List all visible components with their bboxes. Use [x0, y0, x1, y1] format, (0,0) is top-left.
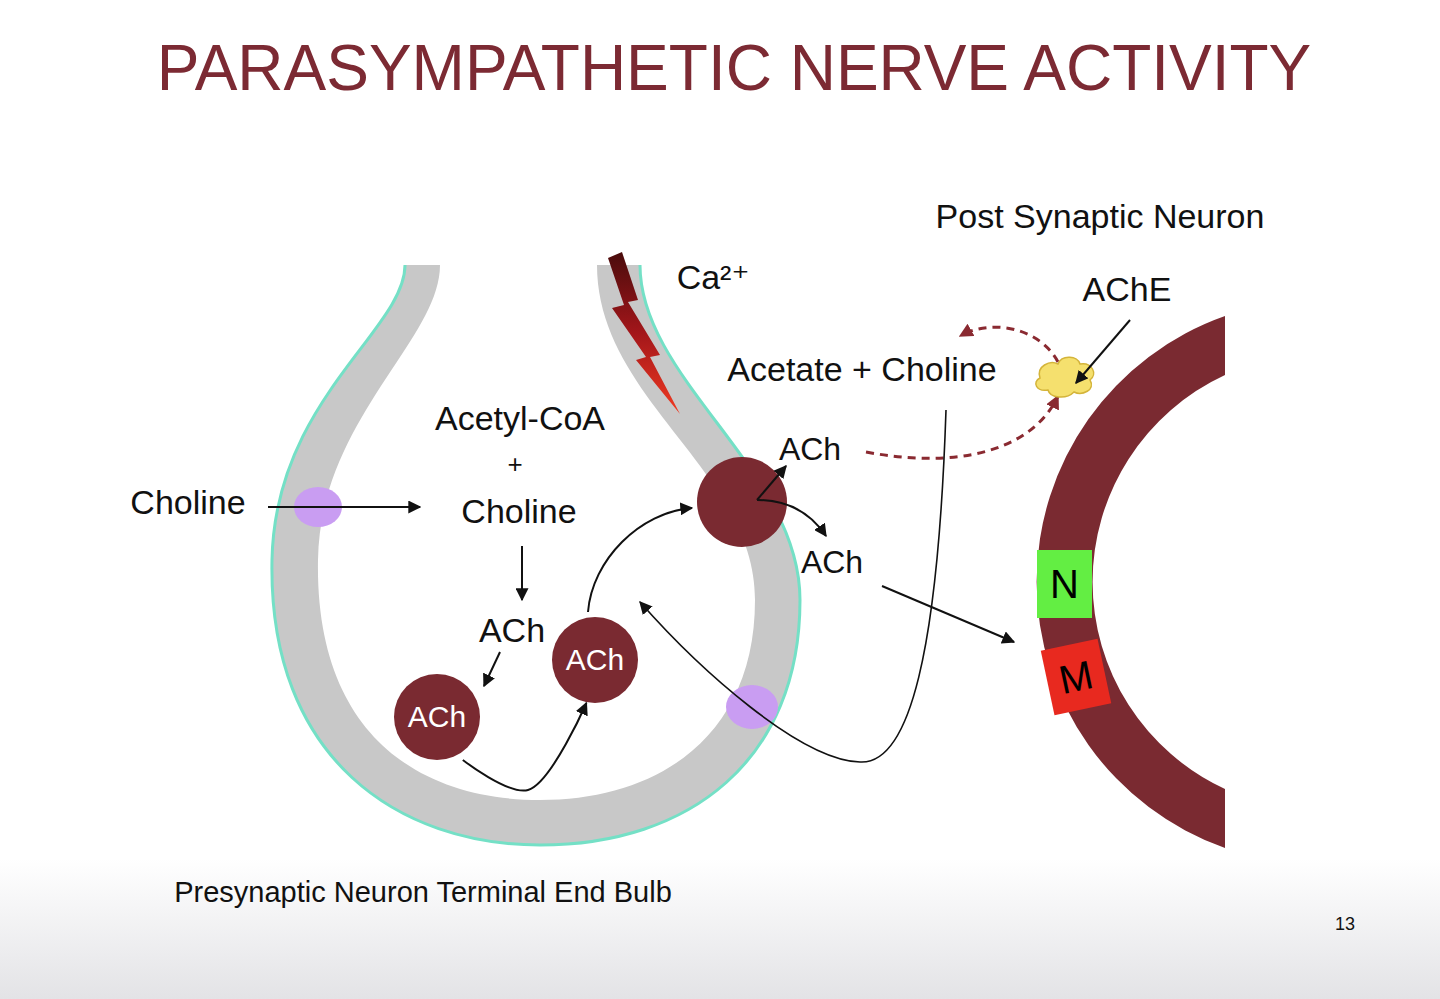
packaging-arrow — [484, 652, 500, 686]
flow-arrow — [463, 703, 587, 791]
release-arrow — [757, 466, 786, 500]
calcium-bolt — [608, 252, 680, 414]
vesicle-circle — [552, 617, 638, 703]
postsynaptic-membrane: Post Synaptic NeuronNM — [1032, 300, 1232, 865]
synaptic-vesicle: ACh — [394, 674, 480, 760]
reuptake-arrow — [640, 410, 946, 762]
uptake-arrow — [268, 506, 420, 508]
node-heading: Presynaptic Neuron Terminal End Bulb — [174, 878, 672, 907]
presynaptic-bulb-outline — [262, 255, 810, 855]
vesicle-label: ACh — [566, 645, 624, 675]
substrate-label: Choline — [461, 494, 576, 528]
synthesis-arrow — [521, 546, 523, 600]
synaptic-vesicle: ACh — [552, 617, 638, 703]
ion-label: Ca²⁺ — [677, 260, 750, 294]
vesicle-circle — [394, 674, 480, 760]
enzyme-label: AChE — [1083, 272, 1172, 306]
membrane-wall — [272, 265, 800, 845]
transmitter-label: ACh — [479, 613, 545, 647]
nicotinic-receptor: N — [1037, 550, 1092, 618]
vesicle-label: ACh — [408, 702, 466, 732]
slide-title: PARASYMPATHETIC NERVE ACTIVITY — [14, 36, 1440, 100]
release-arrow — [757, 500, 826, 536]
receptor-label: N — [1050, 564, 1079, 604]
presynaptic-bulb: Presynaptic Neuron Terminal End BulbAChA… — [262, 255, 810, 855]
membrane-band — [1037, 316, 1225, 848]
hydrolysis-path — [866, 396, 1058, 458]
page-number: 13 — [1335, 915, 1355, 933]
node-heading: Post Synaptic Neuron — [936, 199, 1265, 233]
product-label: Acetate + Choline — [727, 352, 996, 386]
choline-transporter — [726, 685, 778, 729]
choline-transporter — [294, 487, 342, 527]
leader-arrow — [1076, 320, 1130, 383]
docking-arrow — [588, 508, 692, 612]
transmitter-label: ACh — [779, 433, 841, 465]
plus-sign: + — [507, 451, 522, 477]
substrate-label: Choline — [130, 485, 245, 519]
binding-arrow — [882, 586, 1014, 642]
membrane-outline — [272, 265, 800, 845]
substrate-label: Acetyl-CoA — [435, 401, 605, 435]
transmitter-label: ACh — [801, 546, 863, 578]
receptor-label: M — [1056, 654, 1097, 700]
enzyme-blob — [1036, 357, 1094, 397]
fusing-vesicle — [697, 457, 787, 547]
